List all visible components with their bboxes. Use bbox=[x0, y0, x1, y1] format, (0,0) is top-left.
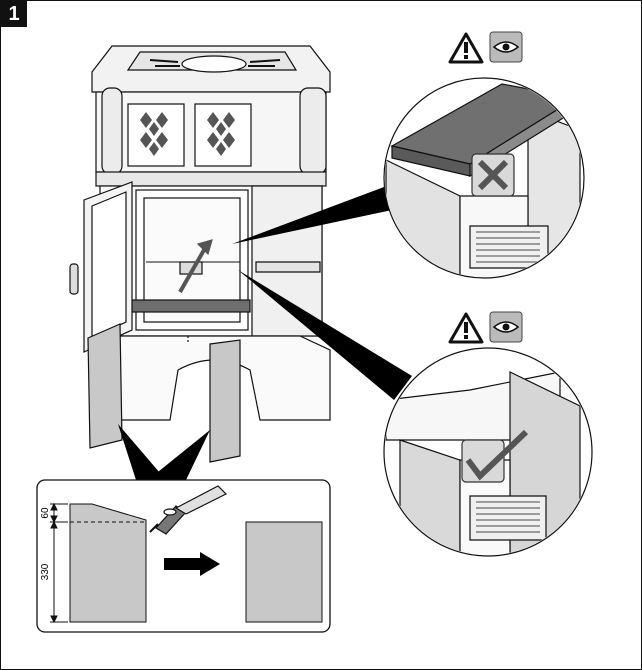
grate bbox=[476, 231, 540, 263]
eye-icon bbox=[489, 31, 523, 63]
dimension-label-bottom: 330 bbox=[40, 563, 51, 580]
callout-pointer bbox=[232, 184, 392, 244]
grate bbox=[476, 501, 540, 533]
check-mark-icon bbox=[461, 429, 529, 483]
step-number: 1 bbox=[1, 1, 27, 27]
callout-pointer bbox=[238, 270, 412, 400]
dimension-lines bbox=[50, 502, 68, 624]
stove bbox=[69, 45, 331, 463]
cross-mark-icon bbox=[471, 153, 515, 197]
angle-grinder-icon bbox=[149, 485, 228, 535]
cutting-detail: 60 330 bbox=[36, 424, 331, 633]
tile-diamond-pattern bbox=[140, 112, 235, 156]
arrow-right-icon bbox=[164, 552, 220, 576]
dimension-label-top: 60 bbox=[40, 507, 51, 519]
warning-triangle-icon bbox=[448, 312, 484, 344]
panel-after-cut bbox=[245, 521, 323, 623]
warning-triangle-icon bbox=[448, 32, 484, 64]
callout-wrong bbox=[232, 31, 585, 279]
callout-correct bbox=[238, 270, 593, 557]
eye-icon bbox=[489, 311, 523, 343]
detail-pointer bbox=[118, 424, 166, 480]
panel-before-cut bbox=[69, 503, 147, 623]
